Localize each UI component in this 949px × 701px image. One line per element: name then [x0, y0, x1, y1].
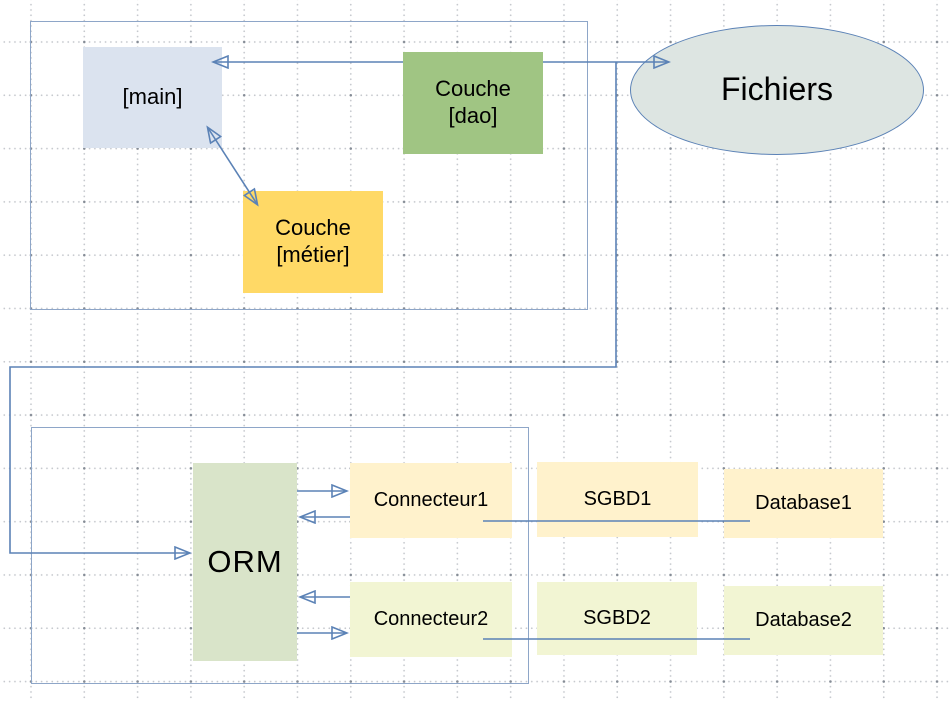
edge-dao-to-orm-elbow[interactable] — [9, 62, 617, 553]
node-sgbd1[interactable]: SGBD1 — [537, 462, 698, 537]
node-sgbd1-label: SGBD1 — [583, 488, 652, 511]
node-connecteur2-label: Connecteur2 — [373, 608, 489, 631]
node-couche-metier-label: Couche [métier] — [275, 215, 351, 267]
node-main-label: [main] — [122, 84, 183, 110]
node-main[interactable]: [main] — [83, 47, 222, 148]
node-fichiers-label: Fichiers — [720, 71, 833, 108]
node-database2-label: Database2 — [755, 609, 852, 632]
node-database1-label: Database1 — [755, 492, 852, 515]
node-orm-label: ORM — [207, 544, 283, 580]
node-couche-metier[interactable]: Couche [métier] — [243, 191, 383, 293]
node-couche-dao-label: Couche [dao] — [435, 76, 511, 128]
bottom-layer-container[interactable] — [31, 427, 529, 684]
top-layer-container[interactable] — [30, 21, 588, 310]
node-orm[interactable]: ORM — [193, 463, 297, 661]
node-fichiers-ellipse[interactable]: Fichiers — [630, 25, 924, 155]
node-database1[interactable]: Database1 — [724, 469, 883, 538]
node-connecteur1-label: Connecteur1 — [373, 489, 489, 512]
node-sgbd2-label: SGBD2 — [583, 607, 651, 630]
node-database2[interactable]: Database2 — [724, 586, 883, 655]
node-connecteur2[interactable]: Connecteur2 — [350, 582, 512, 657]
node-sgbd2[interactable]: SGBD2 — [537, 582, 697, 655]
edge-main-metier-double-arrow[interactable] — [208, 128, 257, 204]
node-couche-dao[interactable]: Couche [dao] — [403, 52, 543, 154]
node-connecteur1[interactable]: Connecteur1 — [350, 463, 512, 538]
